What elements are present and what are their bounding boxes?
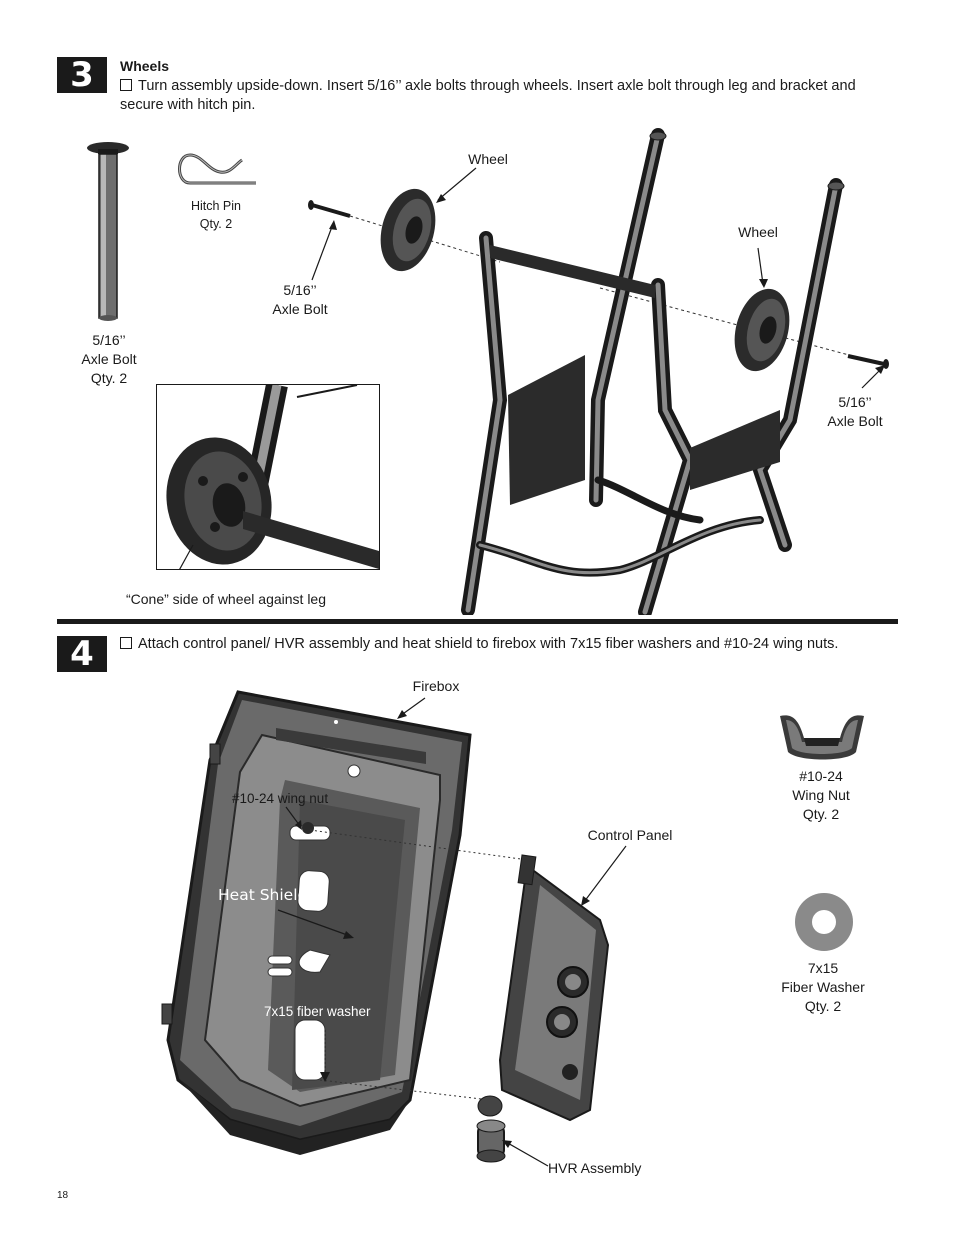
- hvr-assembly-illustration: [476, 1095, 506, 1163]
- wing-nut-callout-label: #10-24 wing nut: [232, 791, 329, 806]
- axle-bolt-part-label: 5/16’’ Axle Bolt Qty. 2: [64, 331, 154, 388]
- axle-bolt-right-label: 5/16’’ Axle Bolt: [818, 393, 892, 431]
- step-4-number: 4: [57, 636, 107, 672]
- axle-bolt-left-illustration: [308, 200, 351, 218]
- axle-bolt-right-size: 5/16’’: [838, 394, 872, 410]
- axle-bolt-left-name: Axle Bolt: [272, 301, 328, 317]
- fiber-washer-part-qty: Qty. 2: [804, 998, 842, 1014]
- step-4-instruction-text: Attach control panel/ HVR assembly and h…: [138, 636, 839, 652]
- firebox-label: Firebox: [412, 678, 460, 694]
- axle-bolt-right-illustration: [847, 354, 889, 369]
- step-3-instruction-text: Turn assembly upside-down. Insert 5/16’’…: [120, 78, 856, 113]
- axle-bolt-left-label: 5/16’’ Axle Bolt: [262, 281, 338, 319]
- axle-bolt-part-illustration: [87, 142, 129, 321]
- cone-side-note: “Cone” side of wheel against leg: [126, 591, 327, 607]
- fiber-washer-part-label: 7x15 Fiber Washer Qty. 2: [776, 959, 870, 1016]
- hitch-pin-label: Hitch Pin Qty. 2: [170, 197, 262, 233]
- firebox-assembly-illustration: [161, 690, 627, 1167]
- wheel-left-label: Wheel: [468, 151, 508, 167]
- axle-bolt-right-name: Axle Bolt: [827, 413, 883, 429]
- axle-bolt-part-name: Axle Bolt: [81, 351, 137, 367]
- wing-nut-part-label: #10-24 Wing Nut Qty. 2: [776, 767, 866, 824]
- control-panel-label: Control Panel: [587, 827, 673, 843]
- hitch-pin-illustration: [178, 153, 256, 185]
- step-3-checkbox[interactable]: [120, 79, 132, 91]
- fiber-washer-part-size: 7x15: [807, 960, 839, 976]
- wheel-right-illustration: [734, 288, 790, 372]
- wheel-right-label: Wheel: [738, 224, 778, 240]
- wing-nut-part-name: Wing Nut: [792, 787, 850, 803]
- step-4-instruction: Attach control panel/ HVR assembly and h…: [120, 635, 890, 654]
- wheel-detail-inset: [156, 384, 380, 570]
- fiber-washer-part-name: Fiber Washer: [781, 979, 865, 995]
- step-3-number: 3: [57, 57, 107, 93]
- axle-bolt-part-size: 5/16’’: [92, 332, 126, 348]
- wing-nut-part-size: #10-24: [799, 768, 843, 784]
- step-4-checkbox[interactable]: [120, 637, 132, 649]
- heat-shield-label: Heat Shield: [218, 886, 308, 904]
- wheel-detail-illustration: [166, 385, 379, 569]
- wing-nut-part-illustration: [780, 715, 864, 760]
- step-3-title: Wheels: [120, 58, 170, 74]
- hvr-assembly-label: HVR Assembly: [548, 1160, 642, 1176]
- fiber-washer-part-illustration: [795, 893, 853, 951]
- control-panel-illustration: [498, 854, 610, 1122]
- wing-nut-part-qty: Qty. 2: [802, 806, 840, 822]
- axle-bolt-part-qty: Qty. 2: [90, 370, 128, 386]
- wheel-left-illustration: [380, 188, 436, 272]
- page-number: 18: [57, 1190, 69, 1201]
- axle-bolt-left-size: 5/16’’: [283, 282, 317, 298]
- step-3-instruction: Turn assembly upside-down. Insert 5/16’’…: [120, 77, 890, 115]
- hitch-pin-name: Hitch Pin: [190, 199, 242, 213]
- hitch-pin-qty: Qty. 2: [199, 217, 233, 231]
- cart-wheel-assembly-illustration: [308, 128, 889, 615]
- fiber-washer-callout-label: 7x15 fiber washer: [264, 1004, 371, 1019]
- section-divider: [57, 619, 898, 624]
